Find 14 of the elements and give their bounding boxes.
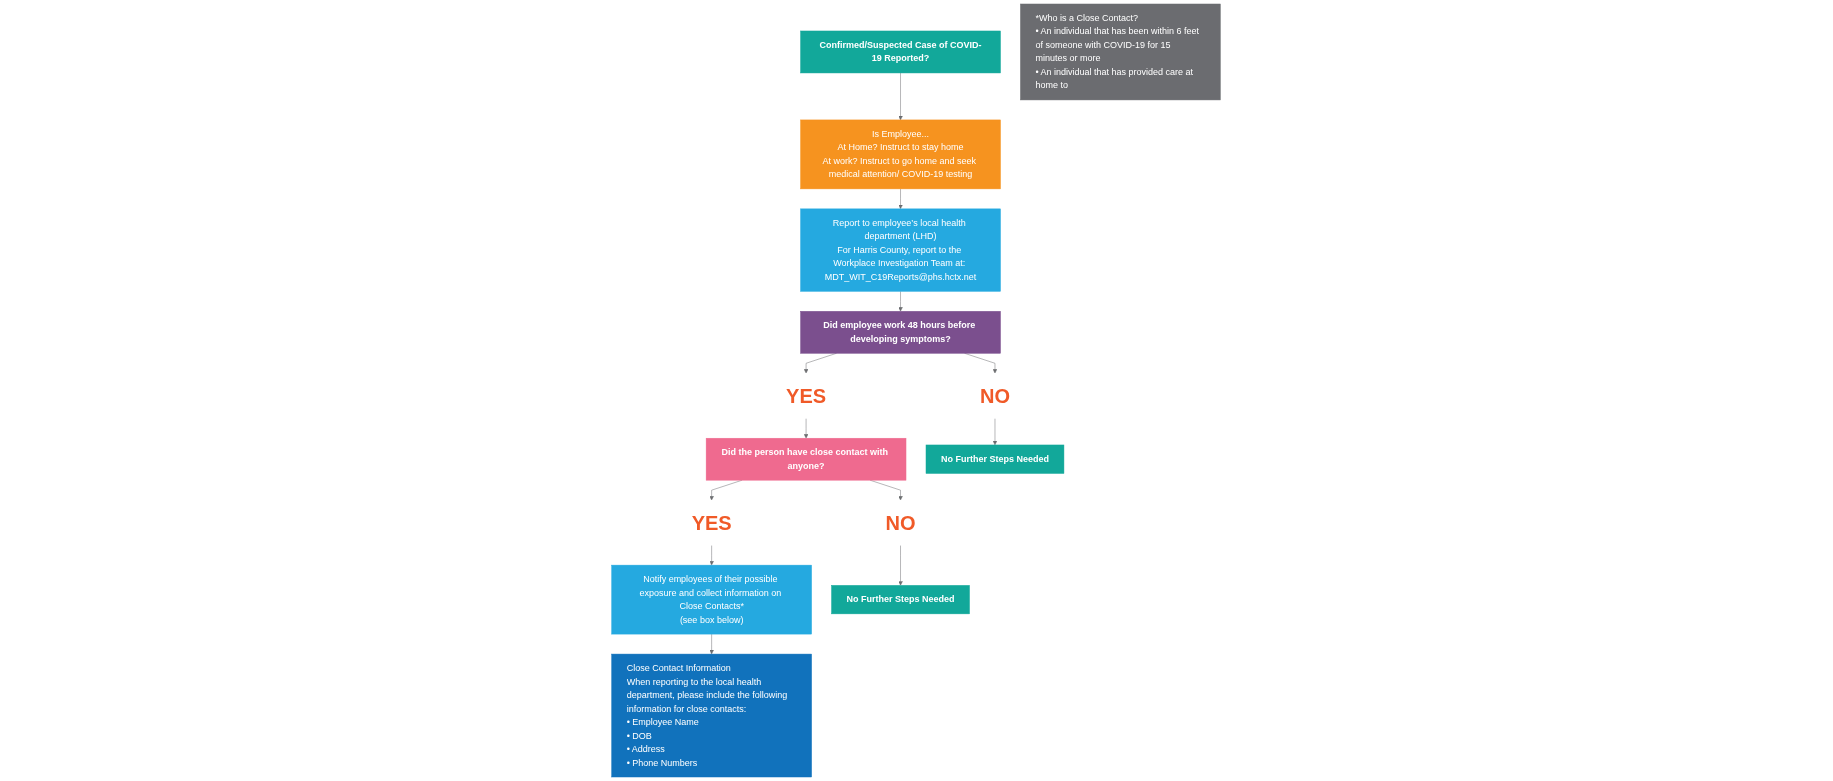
- node-box: No Further Steps Needed: [926, 444, 1065, 474]
- node-box: Close Contact Information When reporting to the local health department, please include the following information for close contacts: • Employee Name • DOB • Address • Phone Numbers: [611, 653, 813, 778]
- node-box: *Who is a Close Contact? • An individual that has been within 6 feet of someone with COVID-19 for 15 minutes or more • An individual that has provided care at home to: [1020, 3, 1222, 101]
- node-text: NO: [886, 511, 916, 534]
- node-box: Notify employees of their possible exposure and collect information on Close Contacts* (see box below): [611, 564, 813, 635]
- node-text: YES: [692, 511, 733, 534]
- node-box: Did employee work 48 hours before developing symptoms?: [800, 311, 1002, 354]
- node-text: NO: [980, 384, 1011, 407]
- node-box: Is Employee... At Home? Instruct to stay home At work? Instruct to go home and seek medical attention/ COVID-19 testing: [800, 119, 1002, 190]
- node-box: Did the person have close contact with anyone?: [706, 437, 907, 481]
- node-text: YES: [786, 384, 827, 407]
- node-box: Report to employee’s local health department (LHD) For Harris County, report to the Workplace Investigation Team at: MDT_WIT_C19Reports@phs.hctx.net: [800, 208, 1002, 292]
- node-box: No Further Steps Needed: [831, 585, 971, 615]
- node-box: Confirmed/Suspected Case of COVID-19 Reported?: [800, 30, 1002, 74]
